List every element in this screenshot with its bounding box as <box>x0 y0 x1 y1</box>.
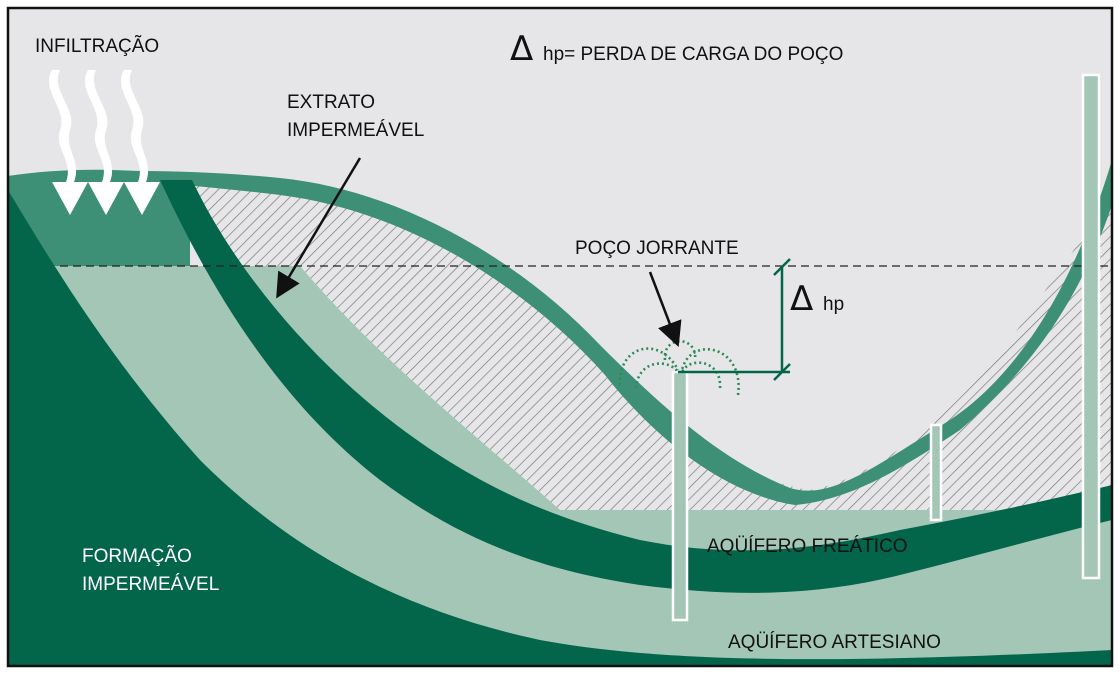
infiltration-arrow-icon <box>48 70 160 215</box>
artesian-well-pipe <box>671 370 689 622</box>
aquifero-freatico-label: AQÜÍFERO FREÁTICO <box>707 536 908 557</box>
impermeable-stratum <box>160 180 1112 593</box>
delta-hp-label: hp <box>823 294 844 315</box>
spray-arc-icon <box>618 339 740 396</box>
observation-well-pipe <box>1081 73 1101 580</box>
diagram-frame <box>6 6 1114 668</box>
infiltration-label: INFILTRAÇÃO <box>35 35 159 57</box>
pointer-arrow-icon <box>276 157 362 299</box>
delta-symbol: Δ <box>510 29 533 69</box>
delta-hp-symbol: Δ <box>790 279 813 319</box>
poco-jorrante-label: POÇO JORRANTE <box>575 238 739 259</box>
formacao-label-line1: FORMAÇÃO <box>82 545 192 567</box>
legend-text: hp= PERDA DE CARGA DO POÇO <box>543 44 843 65</box>
formacao-label-line2: IMPERMEÁVEL <box>82 574 219 595</box>
impermeable-formation <box>8 190 1112 666</box>
extrato-label-line1: EXTRATO <box>287 92 375 113</box>
aquifero-artesiano-label: AQÜÍFERO ARTESIANO <box>728 632 941 653</box>
pointer-arrow-icon <box>648 271 682 348</box>
phreatic-well-pipe <box>929 423 943 522</box>
extrato-label-line2: IMPERMEÁVEL <box>287 120 424 141</box>
delta-hp-bracket <box>678 258 791 381</box>
